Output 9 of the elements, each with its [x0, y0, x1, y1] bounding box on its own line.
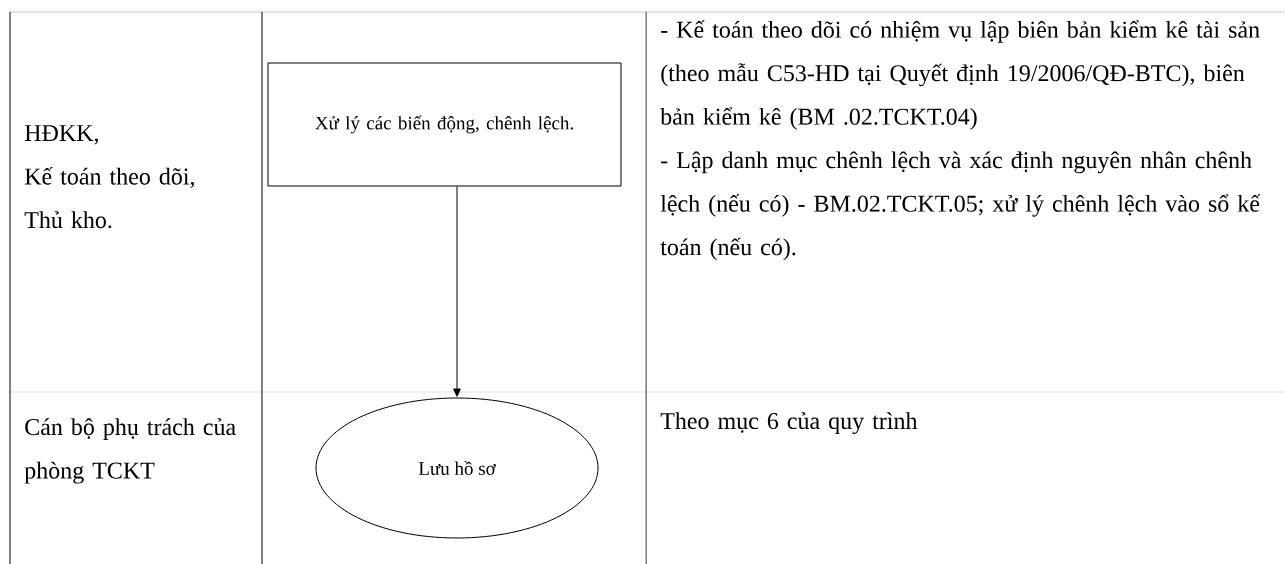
arrow — [453, 186, 461, 397]
role-text: Thủ kho. — [24, 211, 112, 229]
description-text: - Lập danh mục chênh lệch và xác định nguyên nhân chênh lệch (nếu có) - BM.02.TCKT.05; xử lý chênh lệch vào sổ kế toán (nếu có). — [660, 151, 1261, 261]
description-text: Theo mục 6 của quy trình — [660, 412, 918, 435]
role-text: HĐKK, — [24, 125, 98, 145]
role-text: Kế toán theo dõi, — [24, 167, 194, 189]
role-text: Cán bộ phụ trách của phòng TCKT — [24, 418, 236, 484]
process-box: Xử lý các biến động, chênh lệch. — [267, 62, 622, 187]
description-text: - Kế toán theo dõi có nhiệm vụ lập biên bản kiểm kê tài sản (theo mẫu C53-HD tại Quyết định 19/2006/QĐ-BTC), biên bản kiểm kê (BM .02.TCKT.04) — [660, 20, 1260, 130]
